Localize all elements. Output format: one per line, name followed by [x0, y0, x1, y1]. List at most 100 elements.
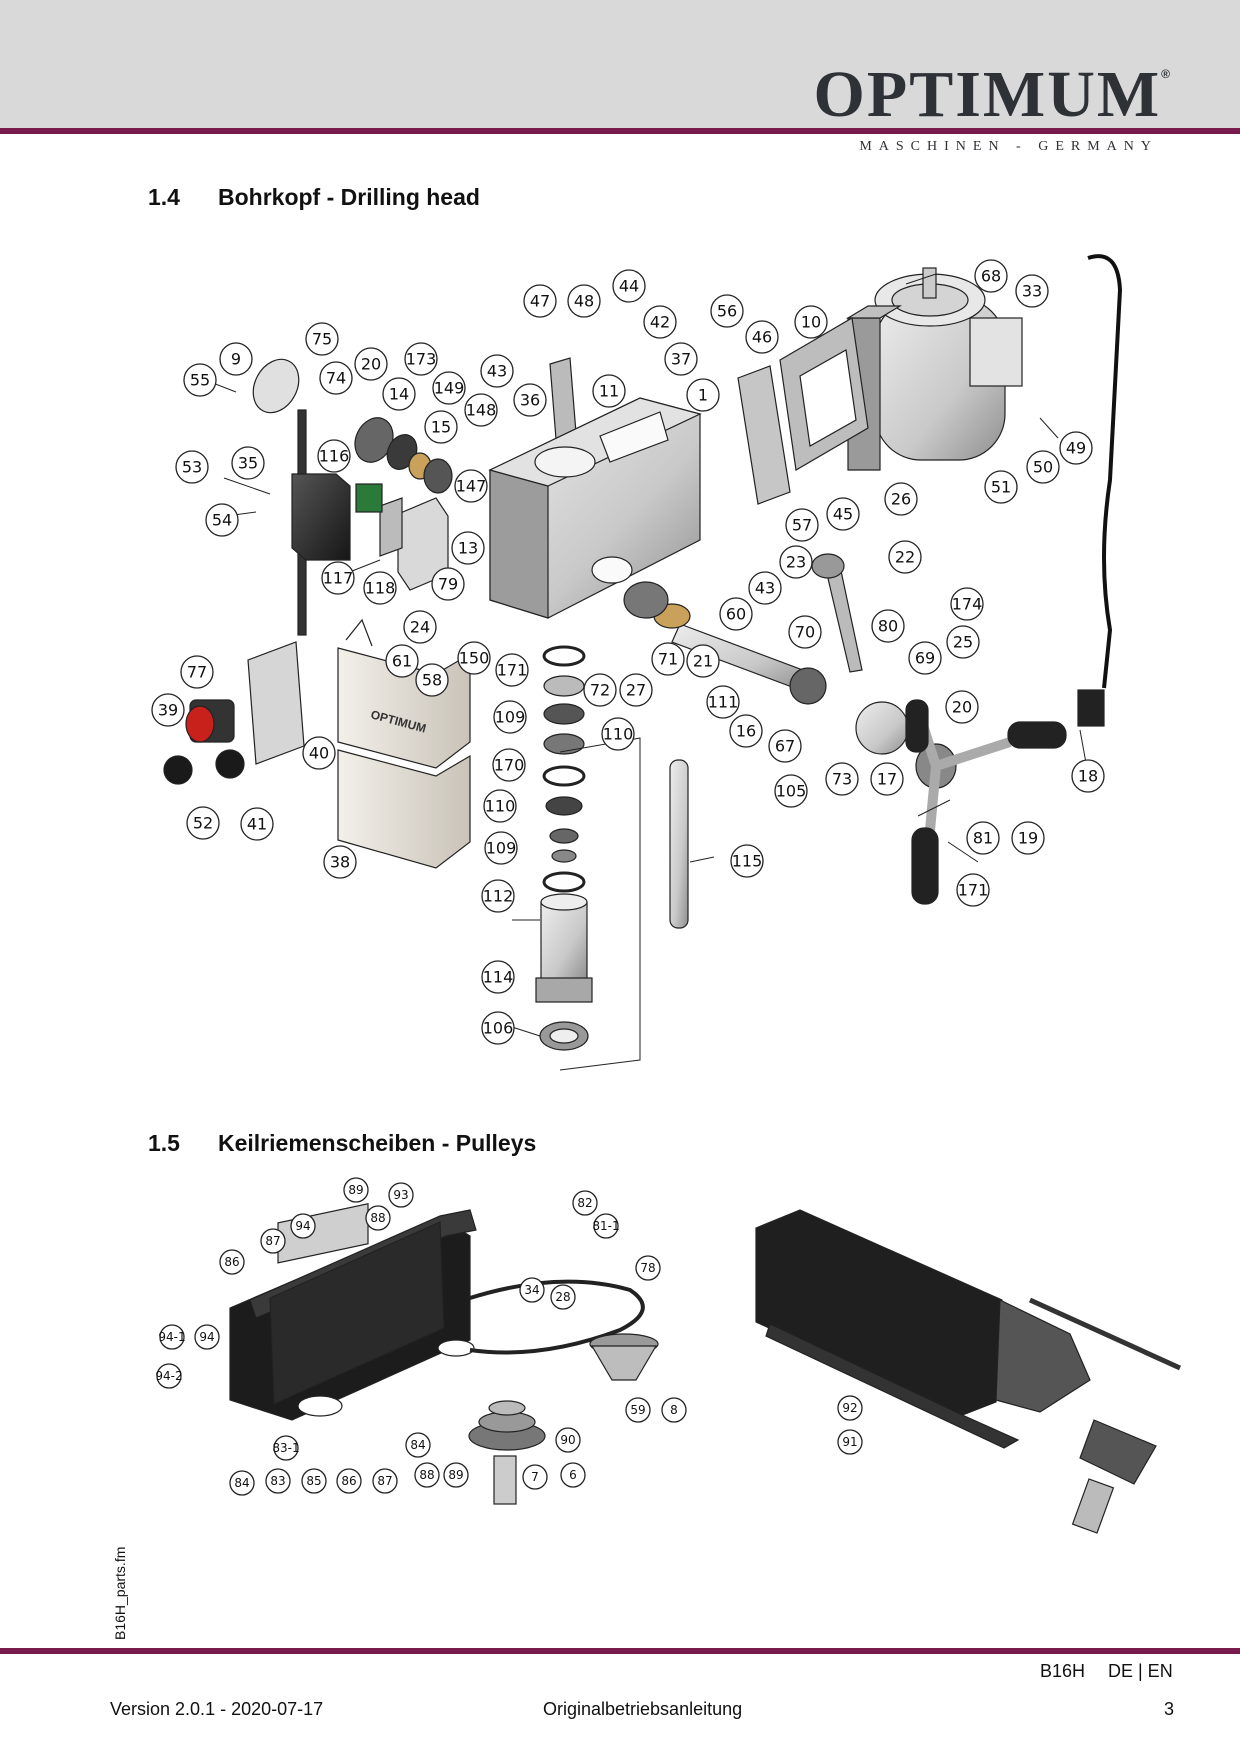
callout-label: 43: [487, 362, 507, 381]
callout-circle: [788, 615, 822, 649]
callout-label: 42: [650, 313, 670, 332]
callout-label: 147: [456, 477, 487, 496]
callout-circle: [950, 587, 984, 621]
head-housing-part: [488, 397, 702, 619]
callout-circle: [984, 470, 1018, 504]
callout-circle: [415, 663, 449, 697]
callout-circle: [748, 571, 782, 605]
callout-label: 87: [377, 1474, 392, 1488]
callout-label: 21: [693, 652, 713, 671]
callout-circle: [354, 347, 388, 381]
callout-label: 78: [640, 1261, 655, 1275]
header-rule: [0, 128, 1240, 134]
callout-circle: [946, 625, 980, 659]
callout-label: 13: [458, 539, 478, 558]
callout-label: 53: [182, 458, 202, 477]
callout-circle: [431, 567, 465, 601]
callout-label: 11: [599, 382, 619, 401]
callout-label: 149: [434, 379, 465, 398]
callout-circle: [686, 378, 720, 412]
callout-circle: [405, 1432, 431, 1458]
callout-label: 79: [438, 575, 458, 594]
callout-circle: [884, 482, 918, 516]
callout-circle: [403, 610, 437, 644]
mount-plate-part: [737, 365, 791, 505]
callout-circle: [888, 540, 922, 574]
callout-label: 83: [270, 1474, 285, 1488]
callout-label: 9: [231, 350, 241, 369]
callout-label: 60: [726, 605, 746, 624]
callout-label: 10: [801, 313, 821, 332]
callout-circle: [825, 762, 859, 796]
brand-tagline: MASCHINEN - GERMANY: [859, 139, 1158, 154]
callout-circle: [710, 294, 744, 328]
callout-label: 115: [732, 852, 763, 871]
callout-circle: [651, 642, 685, 676]
callout-circle: [794, 305, 828, 339]
callout-label: 94: [199, 1330, 214, 1344]
bearing-stack-part: [542, 645, 586, 893]
callout-label: 80: [878, 617, 898, 636]
callout-circle: [785, 508, 819, 542]
callout-circle: [1059, 431, 1093, 465]
callout-label: 92: [842, 1401, 857, 1415]
spindle-pulley-part: [468, 1400, 546, 1505]
callout-circle: [385, 644, 419, 678]
callout-circle: [625, 1397, 651, 1423]
callout-label: 110: [603, 725, 634, 744]
callout-label: 112: [483, 887, 514, 906]
callout-label: 94-2: [155, 1369, 182, 1383]
callout-circle: [572, 1190, 598, 1216]
callout-circle: [219, 1249, 245, 1275]
callout-label: 171: [958, 881, 989, 900]
drill-parts-artwork: [163, 254, 1123, 1071]
callout-label: 37: [671, 350, 691, 369]
callout-label: 22: [895, 548, 915, 567]
footer-document-type: Originalbetriebsanleitung: [543, 1699, 743, 1719]
callout-label: 86: [224, 1255, 239, 1269]
callout-circle: [567, 284, 601, 318]
callout-label: 89: [348, 1183, 363, 1197]
callout-label: 54: [212, 511, 232, 530]
callout-circle: [492, 748, 526, 782]
callout-label: 16: [736, 722, 756, 741]
callout-label: 106: [483, 1019, 514, 1038]
callout-label: 69: [915, 649, 935, 668]
motor-part: [845, 267, 1023, 471]
callout-circle: [1071, 759, 1105, 793]
section-title-pulleys: Keilriemenscheiben - Pulleys: [218, 1130, 537, 1156]
callout-circle: [464, 393, 498, 427]
callout-circle: [635, 1255, 661, 1281]
registered-mark: ®: [1161, 67, 1172, 81]
footer-model: B16H: [1040, 1661, 1086, 1681]
callout-circle: [523, 284, 557, 318]
callout-circle: [837, 1395, 863, 1421]
callout-label: 85: [306, 1474, 321, 1488]
callout-label: 84: [234, 1476, 249, 1490]
callout-label: 110: [485, 797, 516, 816]
callout-circle: [321, 561, 355, 595]
callout-circle: [229, 1470, 255, 1496]
callout-label: 68: [981, 267, 1001, 286]
callout-label: 18: [1078, 767, 1098, 786]
callout-label: 1: [698, 386, 708, 405]
bracket-part: [291, 473, 351, 561]
power-cable-part: [1087, 254, 1123, 689]
callout-label: 25: [953, 633, 973, 652]
callout-label: 86: [341, 1474, 356, 1488]
callout-label: 46: [752, 328, 772, 347]
callout-circle: [457, 641, 491, 675]
callout-circle: [175, 450, 209, 484]
callout-circle: [265, 1468, 291, 1494]
callout-circle: [240, 807, 274, 841]
footer-page-number: 3: [1164, 1699, 1175, 1719]
callout-label: 170: [494, 756, 525, 775]
callout-circle: [1026, 450, 1060, 484]
callout-label: 56: [717, 302, 737, 321]
callout-circle: [443, 1462, 469, 1488]
callout-circle: [719, 597, 753, 631]
callout-label: 35: [238, 454, 258, 473]
callout-circle: [483, 789, 517, 823]
callout-circle: [273, 1435, 299, 1461]
